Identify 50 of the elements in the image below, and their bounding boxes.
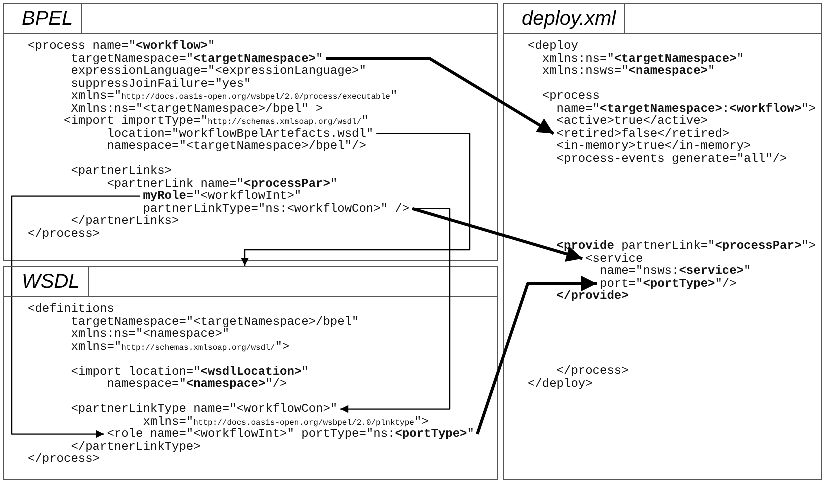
code-line: xmlns="http://docs.oasis-open.org/wsbpel/2.0/process/executable" [71,90,398,104]
arrow [412,207,584,262]
code-panel [3,266,498,480]
code-line: location="workflowBpelArtefacts.wsdl" [107,128,374,140]
code-line: name="<targetNamespace>:<workflow>"> [556,102,816,115]
arrow [476,276,597,435]
arrow [11,196,140,438]
code-line: </provide> [556,290,629,302]
code-line: <process [542,90,600,102]
code-line: suppressJoinFailure="yes" [71,78,252,90]
code-line: xmlns="http://schemas.xmlsoap.org/wsdl/"> [71,340,290,355]
code-line: </partnerLinkType> [71,440,201,453]
code-line: <deploy [528,40,578,52]
code-line: expressionLanguage="<expressionLanguage>" [71,65,366,78]
code-line: </deploy> [528,378,593,390]
code-line: <process name="<workflow>" [28,40,216,52]
code-line: <partnerLink name="<processPar>" [107,178,338,190]
code-line: </partnerLinks> [71,215,180,228]
arrow [326,57,555,136]
code-line: myRole="<workflowInt>" [143,190,302,202]
code-line: <active>true</active> [556,115,708,128]
code-line: <definitions [28,303,114,316]
code-line: </process> [556,365,629,378]
code-line: xmlns:ns="<targetNamespace>" [542,52,744,65]
code-line: name="nsws:<service>" [600,265,752,278]
code-line: </process> [28,228,100,240]
code-line: <partnerLinks> [71,165,172,178]
code-line: namespace="<targetNamespace>/bpel"/> [107,140,366,152]
code-line: </process> [28,453,100,466]
code-line: <retired>false</retired> [556,128,730,140]
code-line: targetNamespace="<targetNamespace>/bpel" [71,316,360,328]
code-line: Xmlns:ns="<targetNamespace>/bpel" > [71,102,324,115]
code-line: partnerLinkType="ns:<workflowCon>" /> [143,202,410,215]
code-line: <in-memory>true</in-memory> [556,140,752,152]
code-panel [3,3,498,261]
code-line: port="<portType>"/> [600,278,737,290]
code-line: <partnerLinkType name="<workflowCon>" [71,403,338,416]
arrow [241,133,471,266]
code-line: targetNamespace="<targetNamespace>" [71,52,324,65]
code-line: <service [586,252,644,265]
code-line: <import location="<wsdlLocation>" [71,366,309,378]
code-line: xmlns:ns="<namespace>" [71,328,230,340]
code-panel [503,3,822,480]
code-line: <process-events generate="all"/> [556,152,788,165]
code-line: <role name="<workflowInt>" portType="ns:<portType>" [107,428,474,440]
code-line: <provide partnerLink="<processPar>"> [556,240,816,252]
arrow [340,208,451,414]
code-line: namespace="<namespace>"/> [107,378,288,390]
code-line: xmlns:nsws="<namespace>" [542,65,716,78]
code-line: <import importType="http://schemas.xmlsoap.org/wsdl/" [64,115,369,130]
